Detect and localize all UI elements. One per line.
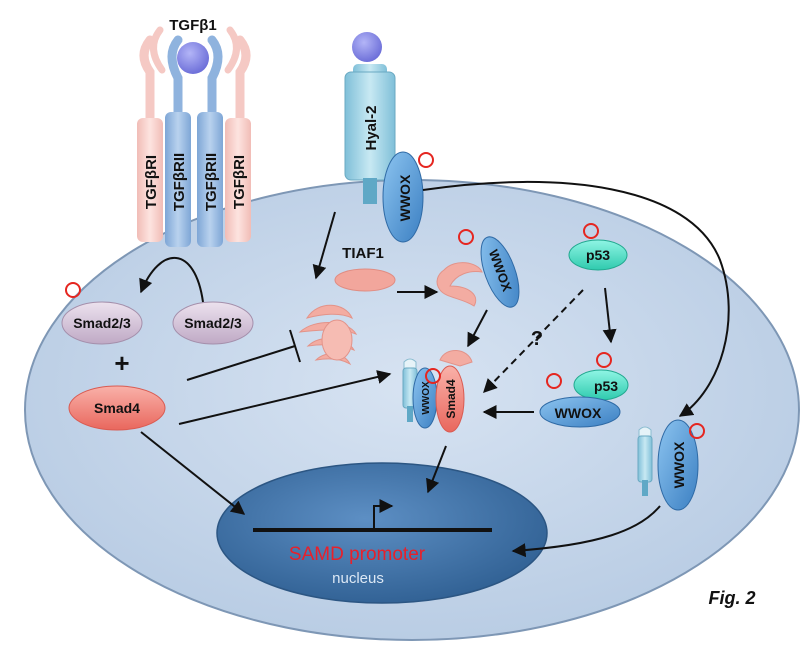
- phospho-marker: [458, 229, 474, 245]
- figure-label: Fig. 2: [708, 588, 755, 608]
- nucleus: [216, 462, 548, 604]
- plus-sign: +: [114, 348, 129, 378]
- smad23-right-label: Smad2/3: [184, 315, 242, 331]
- tgfb-receptor-complex: TGFβ1 TGFβRI TGFβRII TGFβRII TGFβRI: [137, 17, 251, 247]
- wwox-complex-label: WWOX: [421, 381, 432, 415]
- smad23-left-label: Smad2/3: [73, 315, 131, 331]
- arrow-wwox-to-right: [422, 180, 730, 417]
- wwox-p53-complex: p53 WWOX: [539, 352, 629, 428]
- smad23-left: Smad2/3: [61, 282, 143, 345]
- smad4-label: Smad4: [94, 400, 140, 416]
- arrow-p53-activation: [602, 287, 617, 344]
- p53-top-label: p53: [586, 247, 610, 263]
- arrow-wwox-tiaf1-to-complex: [467, 309, 488, 348]
- phospho-marker: [596, 352, 612, 368]
- unknown-mechanism-label: ?: [531, 328, 543, 350]
- tgfbrii-right-body: [197, 112, 223, 247]
- arrow-smad4-to-nucleus: [140, 431, 246, 515]
- wwox-membrane: WWOX: [382, 151, 434, 243]
- hyal2-label: Hyal-2: [363, 105, 380, 150]
- phospho-marker: [65, 282, 81, 298]
- tgfbrii-left-label: TGFβRII: [171, 153, 188, 211]
- tgfb1-ligand: [177, 42, 209, 74]
- arrow-right-to-promoter: [511, 505, 661, 558]
- phospho-marker: [546, 373, 562, 389]
- tgfbrii-left-body: [165, 112, 191, 247]
- phospho-marker: [689, 423, 705, 439]
- pathway-arrows: [140, 180, 730, 558]
- p53-complex-label: p53: [594, 378, 618, 394]
- tgfbri-left-body: [137, 118, 163, 242]
- wwox-p53-label: WWOX: [555, 405, 602, 421]
- arrow-hyal2-to-aggregate: [312, 211, 336, 280]
- arrow-complex-to-promoter: [426, 445, 447, 494]
- phospho-marker: [583, 223, 599, 239]
- smad4: Smad4: [68, 385, 166, 431]
- smad-activation-curve: [139, 257, 204, 303]
- wwox-membrane-label: WWOX: [397, 174, 413, 221]
- arrow-smad4-to-complex: [178, 370, 392, 425]
- promoter-label: SAMD promoter: [289, 544, 426, 565]
- nucleus-label: nucleus: [332, 570, 384, 587]
- inhibition-smad4-aggregate: [186, 345, 296, 381]
- tgfbri-left-label: TGFβRI: [143, 155, 160, 209]
- transcription-start-arrow: [373, 499, 394, 530]
- wwox-smad4-hyal2-complex: WWOX Smad4: [402, 350, 473, 433]
- tgfbri-right-body: [225, 118, 251, 242]
- wwox-hyal2-right: WWOX: [637, 419, 705, 511]
- tgfbrii-right-label: TGFβRII: [203, 153, 220, 211]
- tiaf1-protein: [334, 268, 396, 292]
- tgfbri-right-label: TGFβRI: [231, 155, 248, 209]
- p53-top: p53: [568, 223, 628, 271]
- hyal2-ligand: [352, 32, 382, 62]
- smad23-right: Smad2/3: [172, 301, 254, 345]
- smad4-complex-label: Smad4: [444, 379, 458, 419]
- hyal2-receptor: Hyal-2: [344, 32, 396, 204]
- tiaf1-aggregate: [298, 304, 358, 366]
- phospho-marker: [425, 368, 441, 384]
- phospho-marker: [418, 152, 434, 168]
- wwox-right-label: WWOX: [671, 441, 687, 488]
- tgfb1-label: TGFβ1: [169, 17, 217, 34]
- tiaf1-label: TIAF1: [342, 245, 384, 262]
